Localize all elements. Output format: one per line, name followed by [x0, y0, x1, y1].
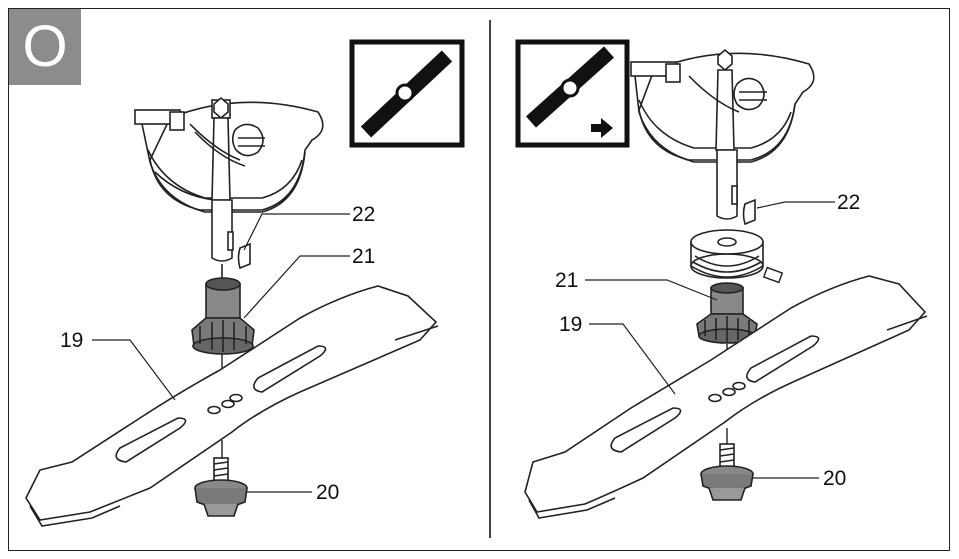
set-screw — [762, 266, 784, 284]
callout-20: 20 — [316, 481, 339, 504]
callout-21-right: 21 — [555, 269, 578, 292]
step-badge: O — [9, 9, 81, 85]
key-part-22 — [237, 242, 251, 270]
motor-housing — [134, 96, 324, 213]
mower-blade-19 — [25, 285, 439, 527]
callout-20-right: 20 — [823, 467, 846, 490]
callout-leaders-right — [585, 201, 835, 479]
mower-blade-19-right — [524, 275, 928, 519]
motor-shaft-right — [716, 149, 738, 220]
callout-19-right: 19 — [559, 313, 582, 336]
blade-adapter-21-right — [696, 282, 758, 344]
right-assembly-panel: 22 21 19 20 — [515, 39, 928, 519]
blade-bolt-20-right — [700, 443, 754, 501]
blade-bolt-20 — [194, 457, 248, 517]
callout-22: 22 — [352, 203, 375, 226]
callout-leaders — [92, 213, 350, 493]
left-assembly-panel: 22 21 19 20 — [25, 39, 465, 527]
drive-pulley — [690, 229, 764, 279]
diagram-frame — [8, 8, 950, 551]
motor-shaft — [211, 199, 234, 282]
key-part-22-right — [742, 198, 756, 226]
motor-housing-right — [630, 48, 815, 163]
callout-21: 21 — [352, 245, 375, 268]
callout-22-right: 22 — [837, 191, 860, 214]
callout-19: 19 — [60, 329, 83, 352]
blade-with-arrow-symbol-icon — [515, 39, 630, 148]
panel-divider — [489, 20, 491, 538]
blade-adapter-21 — [191, 277, 255, 355]
blade-symbol-icon — [349, 39, 465, 148]
